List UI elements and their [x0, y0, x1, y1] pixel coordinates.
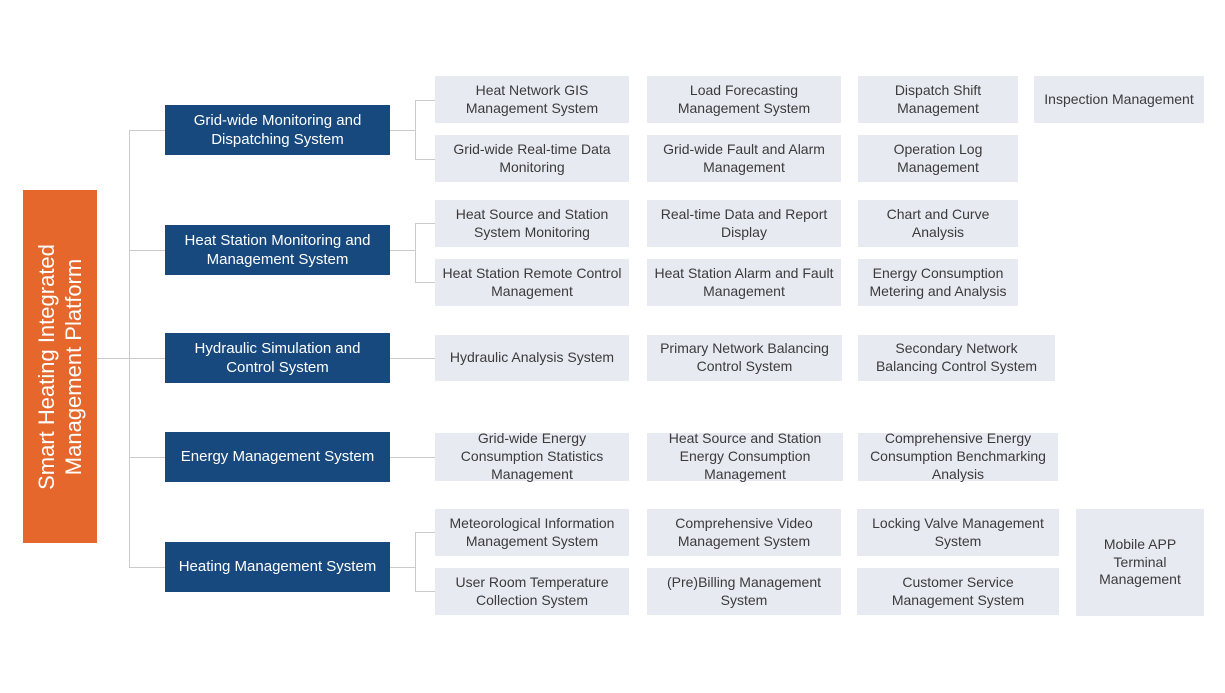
platform-title-line2: Management Platform	[61, 258, 86, 475]
subsystem-node: Heat Station Remote Control Management	[435, 259, 629, 306]
subsystem-node: (Pre)Billing Management System	[647, 568, 841, 615]
subsystem-label: Energy Consumption Metering and Analysis	[869, 264, 1007, 299]
subsystem-node: Locking Valve Management System	[857, 509, 1059, 556]
subsystem-label: Heat Source and Station Energy Consumpti…	[668, 430, 822, 482]
connector-line	[390, 358, 435, 359]
subsystem-label: User Room Temperature Collection System	[455, 573, 609, 608]
subsystem-label: Grid-wide Fault and Alarm Management	[663, 140, 825, 175]
subsystem-label: Heat Source and Station System Monitorin…	[455, 205, 609, 240]
subsystem-label: Grid-wide Energy Consumption Statistics …	[460, 430, 604, 482]
branch-label: Heat Station Monitoring and Management S…	[184, 231, 371, 269]
subsystem-node: Heat Source and Station System Monitorin…	[435, 200, 629, 247]
subsystem-label: Heat Station Alarm and Fault Management	[654, 264, 834, 299]
subsystem-node: Primary Network Balancing Control System	[647, 335, 842, 381]
subsystem-node: User Room Temperature Collection System	[435, 568, 629, 615]
branch-node-energy: Energy Management System	[165, 432, 390, 482]
connector-line	[415, 100, 435, 101]
subsystem-node: Grid-wide Real-time Data Monitoring	[435, 135, 629, 182]
subsystem-label: Comprehensive Video Management System	[675, 514, 813, 549]
connector-line	[415, 223, 416, 282]
connector-line	[97, 358, 165, 359]
subsystem-label: Inspection Management	[1044, 90, 1194, 107]
subsystem-node: Real-time Data and Report Display	[647, 200, 841, 247]
subsystem-label: Hydraulic Analysis System	[449, 349, 615, 366]
subsystem-node: Meteorological Information Management Sy…	[435, 509, 629, 556]
connector-line	[390, 130, 415, 131]
subsystem-node: Comprehensive Video Management System	[647, 509, 841, 556]
subsystem-label: (Pre)Billing Management System	[666, 573, 822, 608]
branch-node-grid-monitoring: Grid-wide Monitoring and Dispatching Sys…	[165, 105, 390, 155]
subsystem-node: Operation Log Management	[858, 135, 1018, 182]
connector-line	[415, 532, 435, 533]
connector-line	[415, 100, 416, 159]
branch-label: Heating Management System	[178, 558, 377, 576]
subsystem-node: Heat Station Alarm and Fault Management	[647, 259, 841, 306]
connector-line	[129, 130, 130, 567]
connector-line	[129, 457, 165, 458]
subsystem-label: Grid-wide Real-time Data Monitoring	[453, 140, 611, 175]
subsystem-node: Energy Consumption Metering and Analysis	[858, 259, 1018, 306]
subsystem-label: Heat Station Remote Control Management	[442, 264, 622, 299]
subsystem-node: Inspection Management	[1034, 76, 1204, 123]
root-node-platform: Smart Heating Integrated Management Plat…	[23, 190, 97, 543]
connector-line	[390, 250, 415, 251]
connector-line	[390, 567, 415, 568]
subsystem-node: Load Forecasting Management System	[647, 76, 841, 123]
connector-line	[129, 567, 165, 568]
subsystem-node: Grid-wide Fault and Alarm Management	[647, 135, 841, 182]
subsystem-node: Heat Source and Station Energy Consumpti…	[647, 430, 843, 482]
subsystem-label: Locking Valve Management System	[872, 514, 1044, 549]
connector-line	[415, 223, 435, 224]
subsystem-node: Hydraulic Analysis System	[435, 335, 629, 381]
subsystem-node: Grid-wide Energy Consumption Statistics …	[435, 430, 629, 482]
branch-label: Grid-wide Monitoring and Dispatching Sys…	[193, 111, 362, 149]
connector-line	[129, 130, 165, 131]
branch-node-heat-station: Heat Station Monitoring and Management S…	[165, 225, 390, 275]
branch-node-heating: Heating Management System	[165, 542, 390, 592]
branch-label: Hydraulic Simulation and Control System	[194, 339, 361, 377]
subsystem-label: Real-time Data and Report Display	[660, 205, 828, 240]
platform-title: Smart Heating Integrated Management Plat…	[23, 190, 97, 543]
connector-line	[129, 250, 165, 251]
connector-line	[390, 457, 435, 458]
connector-line	[415, 532, 416, 591]
subsystem-node: Dispatch Shift Management	[858, 76, 1018, 123]
subsystem-label: Dispatch Shift Management	[894, 81, 982, 116]
subsystem-label: Heat Network GIS Management System	[465, 81, 599, 116]
subsystem-label: Load Forecasting Management System	[677, 81, 811, 116]
subsystem-label: Chart and Curve Analysis	[886, 205, 990, 240]
subsystem-label: Meteorological Information Management Sy…	[449, 514, 615, 549]
branch-node-hydraulic: Hydraulic Simulation and Control System	[165, 333, 390, 383]
connector-line	[415, 159, 435, 160]
subsystem-label: Customer Service Management System	[891, 573, 1025, 608]
subsystem-label: Secondary Network Balancing Control Syst…	[875, 340, 1038, 374]
subsystem-node: Secondary Network Balancing Control Syst…	[858, 335, 1055, 381]
platform-title-line1: Smart Heating Integrated	[33, 243, 59, 490]
connector-line	[415, 591, 435, 592]
subsystem-node: Heat Network GIS Management System	[435, 76, 629, 123]
branch-label: Energy Management System	[180, 448, 375, 466]
subsystem-node: Chart and Curve Analysis	[858, 200, 1018, 247]
subsystem-label: Comprehensive Energy Consumption Benchma…	[870, 430, 1046, 482]
subsystem-label: Mobile APP Terminal Management	[1099, 535, 1181, 588]
subsystem-node: Comprehensive Energy Consumption Benchma…	[858, 430, 1058, 482]
subsystem-label: Operation Log Management	[893, 140, 983, 175]
subsystem-label: Primary Network Balancing Control System	[660, 340, 829, 374]
subsystem-node: Mobile APP Terminal Management	[1076, 509, 1204, 616]
subsystem-node: Customer Service Management System	[857, 568, 1059, 615]
connector-line	[415, 282, 435, 283]
